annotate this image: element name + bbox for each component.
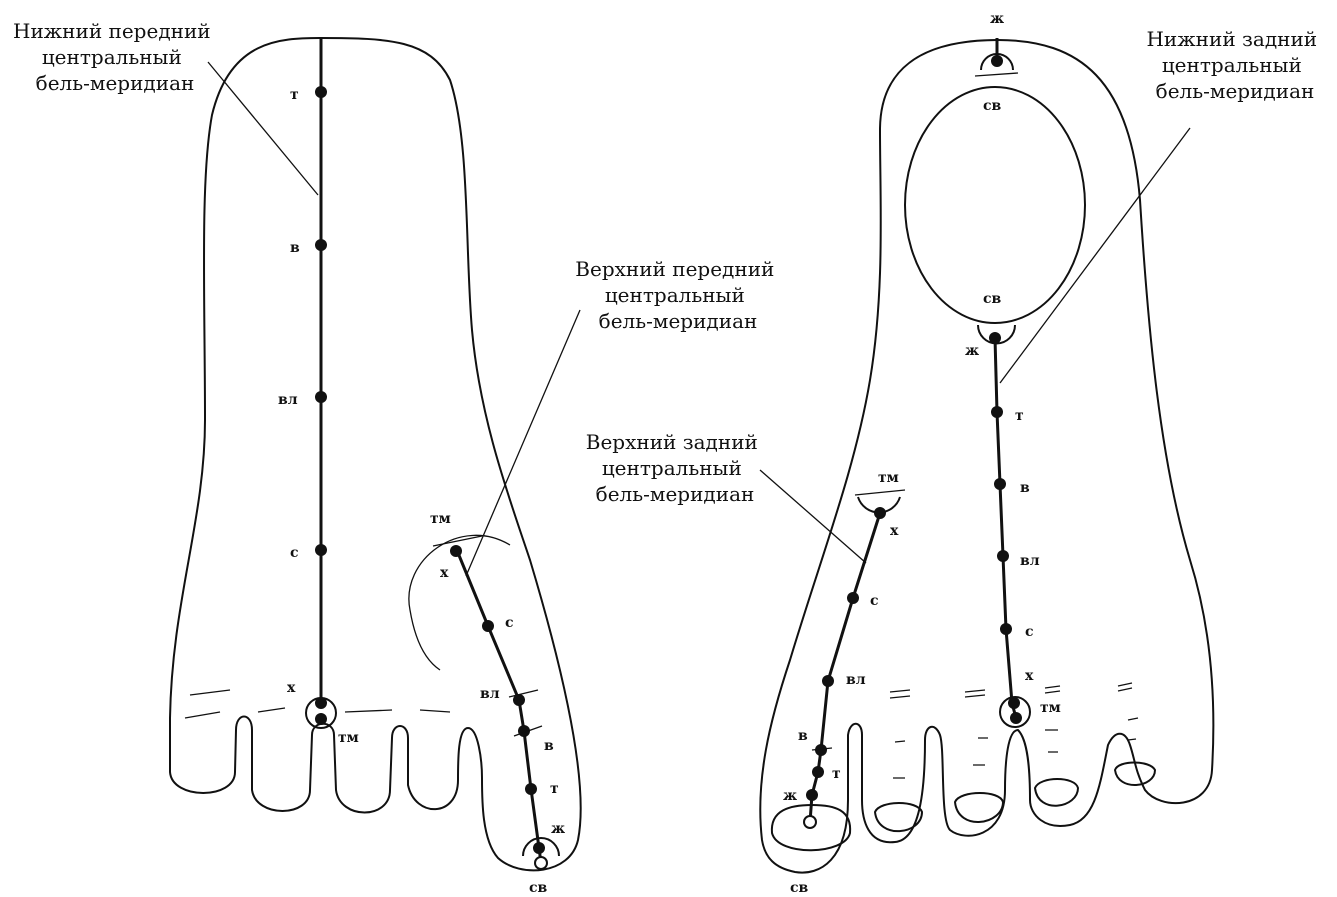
point-label: с [290,545,299,561]
point-label: тм [1040,700,1061,716]
toenail [875,803,922,831]
meridian-point [1010,712,1022,724]
crease-line [965,690,985,697]
meridian-point [315,713,327,725]
point-label: т [832,766,841,782]
point-label: т [1015,408,1024,424]
meridian-point [822,675,834,687]
point-label: т [290,87,299,103]
point-label: в [1020,480,1030,496]
leader-line [760,470,866,563]
meridian-point [989,332,1001,344]
point-label: ж [551,821,565,837]
point-label: св [983,98,1002,114]
point-label: с [870,593,879,609]
point-label: в [798,728,808,744]
point-label: св [790,880,809,896]
meridian-point [1000,623,1012,635]
lower-back-meridian-line [995,338,1016,718]
right-foot: ж св св ж т в вл с х тм Нижний задний це… [586,11,1324,896]
point-label: вл [846,672,866,688]
crease-line [1118,683,1132,691]
crease-line [190,690,230,695]
crease-line [420,710,450,712]
tick-line [509,690,538,697]
leader-line [208,62,318,195]
point-label: х [287,680,296,696]
meridian-point [847,592,859,604]
leader-line [1000,128,1190,383]
meridian-point [997,550,1009,562]
meridian-point [812,766,824,778]
point-label: ж [783,788,797,804]
meridian-point [315,391,327,403]
meridian-open-point [804,816,816,828]
point-label: вл [278,392,298,408]
heel-oval [905,87,1085,323]
point-label: тм [338,730,359,746]
point-label: ж [990,11,1004,27]
crease-line [185,712,220,718]
point-label: х [890,523,899,539]
point-label: в [544,738,554,754]
toenail [955,793,1003,822]
left-foot-outline [170,38,581,870]
point-label: вл [1020,553,1040,569]
crease-line [973,738,988,765]
point-label: с [1025,624,1034,640]
upper-back-meridian-label: Верхний задний центральный бель-меридиан [586,430,764,506]
crease-line [1128,718,1138,740]
upper-front-meridian-label: Верхний передний центральный бель-мериди… [575,257,780,333]
point-label: с [505,615,514,631]
point-label: тм [430,511,451,527]
lower-back-meridian-label: Нижний задний центральный бель-меридиан [1146,27,1323,103]
point-label: х [1025,668,1034,684]
meridian-open-point [535,857,547,869]
crease-line [1045,686,1060,693]
meridian-point [525,783,537,795]
meridian-point [315,239,327,251]
meridian-point [315,86,327,98]
point-label: св [983,291,1002,307]
point-label: х [440,565,449,581]
meridian-point [991,55,1003,67]
crease-line [893,741,905,778]
lower-front-meridian-label: Нижний передний центральный бель-меридиа… [13,19,217,95]
leader-line [466,310,580,576]
point-label: в [290,240,300,256]
point-label: т [550,781,559,797]
point-label: ж [965,343,979,359]
upper-front-meridian-line [456,548,541,863]
meridian-point [994,478,1006,490]
meridian-point [533,842,545,854]
right-foot-outline [760,40,1213,873]
point-label: вл [480,686,500,702]
meridian-point [806,789,818,801]
meridian-point [874,507,886,519]
tick-line [975,73,1018,76]
point-label: тм [878,470,899,486]
toenail [1035,779,1078,806]
meridian-point [315,544,327,556]
meridian-point [482,620,494,632]
crease-line [1045,730,1058,752]
crease-line [345,710,392,712]
point-label: св [529,880,548,896]
crease-line [890,690,910,698]
crease-line [258,708,285,712]
meridian-point [991,406,1003,418]
tick-line [855,490,905,495]
meridian-point [450,545,462,557]
